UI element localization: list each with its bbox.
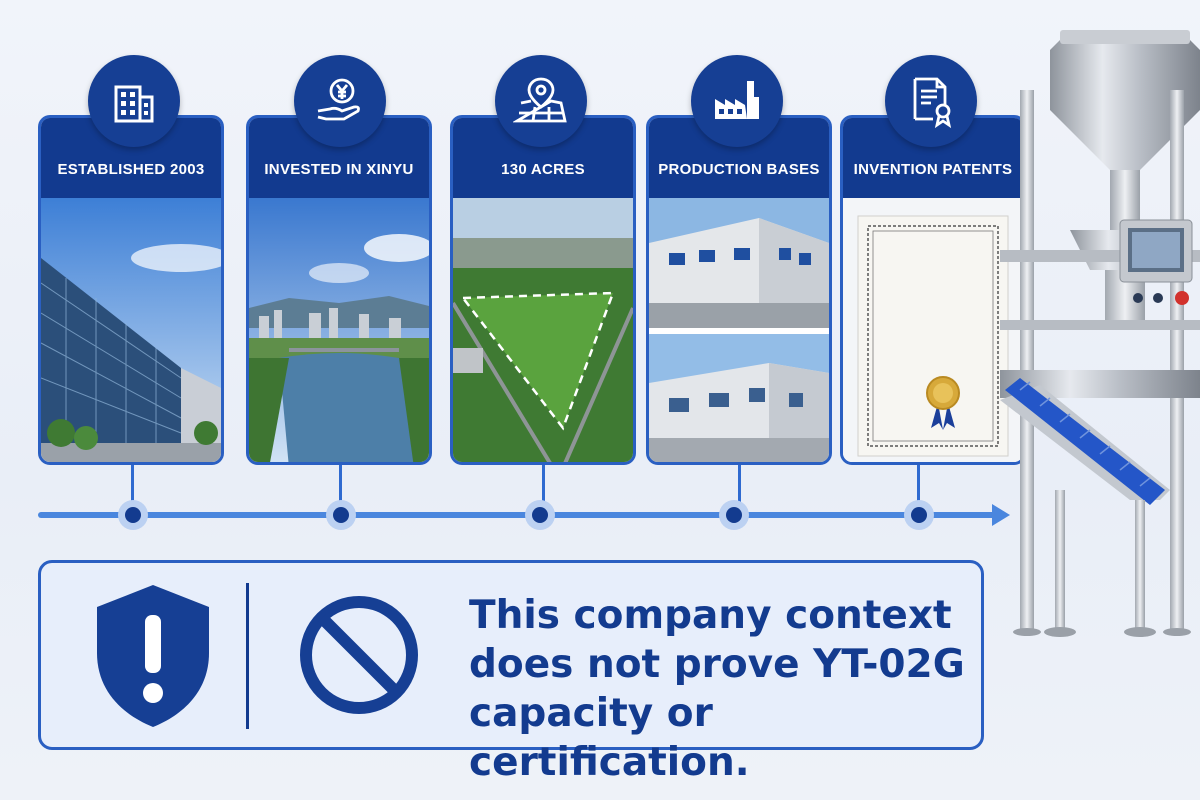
milestone-label: PRODUCTION BASES [649, 118, 829, 198]
factory-icon [691, 55, 783, 147]
disclaimer-panel: This company context does not prove YT-0… [38, 560, 984, 785]
patent-certificate-photo [843, 198, 1023, 462]
timeline-node [904, 500, 934, 530]
packaging-machine-image [1000, 30, 1200, 637]
timeline-stem [339, 465, 342, 507]
yen-hand-icon [294, 55, 386, 147]
timeline-stem [131, 465, 134, 507]
shield-warning-icon [97, 585, 209, 727]
timeline-stem [542, 465, 545, 507]
timeline-node [525, 500, 555, 530]
office-building-photo [41, 198, 221, 462]
prohibited-icon [300, 596, 418, 714]
milestone-card-production: PRODUCTION BASES [646, 115, 832, 465]
factory-buildings-photo [649, 198, 829, 462]
milestone-card-patents: INVENTION PATENTS [840, 115, 1026, 465]
timeline-node [326, 500, 356, 530]
disclaimer-text: This company context does not prove YT-0… [469, 593, 965, 785]
timeline-stem [738, 465, 741, 507]
city-river-photo [249, 198, 429, 462]
timeline-node [719, 500, 749, 530]
land-plot-photo [453, 198, 633, 462]
milestone-card-acres: 130 ACRES [450, 115, 636, 465]
timeline-stem [917, 465, 920, 507]
timeline-node [118, 500, 148, 530]
milestone-label: 130 ACRES [453, 118, 633, 198]
map-pin-icon [495, 55, 587, 147]
building-icon [88, 55, 180, 147]
timeline-line [38, 512, 998, 518]
certificate-icon [885, 55, 977, 147]
notice-divider [246, 583, 249, 729]
milestone-card-established: ESTABLISHED 2003 [38, 115, 224, 465]
timeline-arrow [992, 504, 1010, 526]
milestone-card-invested: INVESTED IN XINYU [246, 115, 432, 465]
